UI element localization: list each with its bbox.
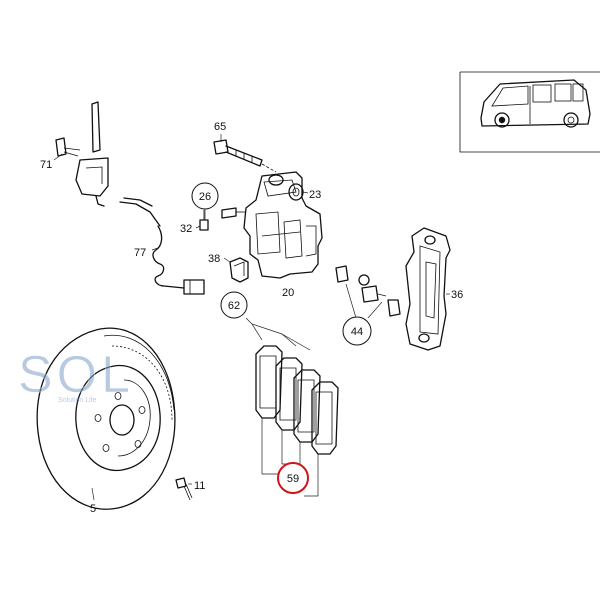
- callout-59: 59: [287, 473, 299, 485]
- callout-59-circle: [277, 462, 309, 494]
- anti-rattle-clip: [223, 257, 249, 283]
- brake-disc: [36, 327, 176, 510]
- callout-71: 71: [40, 159, 52, 171]
- guide-pin-kit: [335, 265, 401, 319]
- brake-caliper: [243, 171, 323, 279]
- brake-pad-set: [245, 317, 339, 497]
- callout-62: 62: [228, 300, 240, 312]
- callout-44-circle: [342, 316, 372, 346]
- callout-26: 26: [199, 191, 211, 203]
- watermark-tagline: Solution Life: [58, 397, 97, 404]
- caliper-bolt: [213, 134, 277, 173]
- caliper-bushing: [288, 183, 309, 201]
- callout-20: 20: [282, 287, 294, 299]
- watermark-logo: SOL Solution Life: [18, 346, 134, 405]
- brake-carrier-bracket: [405, 227, 451, 351]
- wear-sensor-bracket: [53, 101, 109, 207]
- callout-5: 5: [90, 503, 96, 515]
- callout-38: 38: [208, 253, 220, 265]
- callout-44: 44: [351, 326, 363, 338]
- watermark-logo-text: SOL: [18, 346, 134, 404]
- callout-62-circle: [220, 291, 248, 319]
- callout-23: 23: [309, 189, 321, 201]
- callout-36: 36: [451, 289, 463, 301]
- disc-screw: [175, 477, 193, 501]
- bleed-screw: [195, 207, 246, 231]
- van-icon: [480, 79, 591, 128]
- callout-65: 65: [214, 121, 226, 133]
- callout-32: 32: [180, 223, 192, 235]
- callout-11: 11: [194, 480, 205, 492]
- wear-sensor-cable: [119, 197, 205, 295]
- callout-77: 77: [134, 247, 146, 259]
- vehicle-inset: [459, 71, 600, 153]
